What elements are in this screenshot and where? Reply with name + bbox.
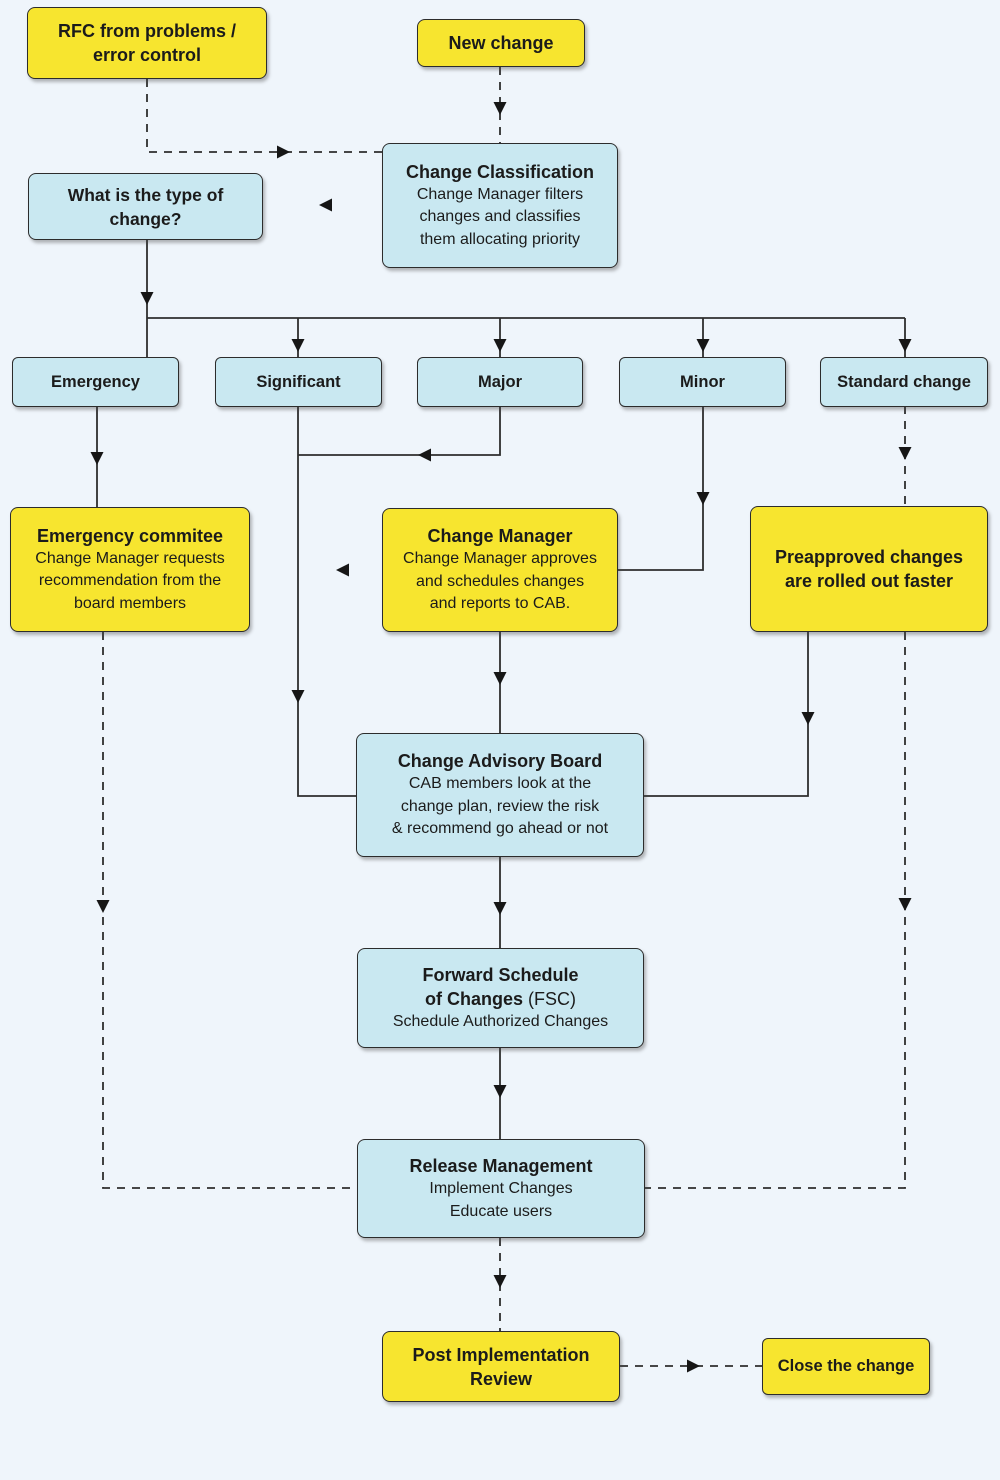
arrow-down-icon [291, 339, 305, 352]
node-title-line2-regular: (FSC) [528, 988, 576, 1009]
node-title-line2-bold: of Changes [424, 988, 523, 1009]
node-title-line2: of Changes(FSC) [425, 987, 576, 1011]
arrow-left-icon [336, 563, 349, 577]
node-minor: Minor [619, 357, 786, 407]
node-label: Minor [680, 372, 725, 391]
node-change-manager: Change Manager Change Manager approves a… [382, 508, 618, 632]
node-body: Change Manager requests recommendation f… [35, 549, 225, 612]
node-body: Schedule Authorized Changes [392, 1012, 609, 1030]
node-label: New change [448, 33, 554, 53]
node-forward-schedule: Forward Schedule of Changes(FSC) Schedul… [357, 948, 644, 1048]
arrow-right-icon [687, 1359, 700, 1373]
node-emergency: Emergency [12, 357, 179, 407]
arrow-down-icon [898, 898, 912, 911]
arrow-down-icon [696, 339, 710, 352]
node-change-classification: Change Classification Change Manager fil… [382, 143, 618, 268]
node-title: Change Classification [405, 161, 595, 182]
arrow-left-icon [418, 448, 431, 462]
edge-rfc-classification [146, 79, 382, 153]
arrow-down-icon [90, 452, 104, 465]
node-label: Standard change [837, 372, 971, 391]
node-label: Post Implementation Review [412, 1344, 590, 1389]
edge-preapproved-release [645, 632, 906, 1189]
node-label: Close the change [777, 1357, 915, 1375]
node-post-implementation-review: Post Implementation Review [382, 1331, 620, 1402]
node-label: Preapproved changes are rolled out faste… [774, 547, 964, 591]
node-title: Emergency commitee [36, 525, 224, 546]
node-title: Change Manager [427, 526, 573, 547]
arrow-left-icon [319, 198, 332, 212]
node-title-line1: Forward Schedule [422, 964, 579, 985]
arrow-down-icon [493, 1275, 507, 1288]
node-standard-change: Standard change [820, 357, 988, 407]
node-label: What is the type of change? [67, 184, 224, 229]
node-title: Release Management [409, 1156, 593, 1176]
node-label: Significant [256, 372, 341, 391]
node-preapproved-changes: Preapproved changes are rolled out faste… [750, 506, 988, 632]
node-major: Major [417, 357, 583, 407]
node-body: CAB members look at the change plan, rev… [391, 775, 609, 838]
node-significant: Significant [215, 357, 382, 407]
arrow-down-icon [696, 492, 710, 505]
arrow-down-icon [291, 690, 305, 703]
arrow-down-icon [96, 900, 110, 913]
arrow-down-icon [493, 339, 507, 352]
arrowheads [90, 102, 912, 1373]
node-close-the-change: Close the change [762, 1338, 930, 1395]
arrow-right-icon [277, 145, 290, 159]
node-title: Change Advisory Board [397, 751, 603, 772]
edge-significant-cab [297, 406, 356, 797]
edge-major-join [298, 406, 501, 456]
node-new-change: New change [417, 19, 585, 67]
edge-minor-changemanager [618, 406, 704, 571]
node-emergency-commitee: Emergency commitee Change Manager reques… [10, 507, 250, 632]
edge-commitee-release [102, 632, 357, 1189]
edge-preapproved-cab [644, 632, 809, 797]
node-label: RFC from problems / error control [57, 21, 236, 65]
arrow-down-icon [493, 902, 507, 915]
node-label: Emergency [51, 372, 140, 391]
arrow-down-icon [801, 712, 815, 725]
node-type-question: What is the type of change? [28, 173, 263, 240]
node-rfc-from-problems: RFC from problems / error control [27, 7, 267, 79]
node-body: Change Manager filters changes and class… [416, 185, 584, 248]
arrow-down-icon [898, 447, 912, 460]
node-label: Major [477, 372, 522, 391]
node-change-advisory-board: Change Advisory Board CAB members look a… [356, 733, 644, 857]
arrow-down-icon [140, 292, 154, 305]
node-release-management: Release Management Implement Changes Edu… [357, 1139, 645, 1238]
arrow-down-icon [493, 1085, 507, 1098]
node-body: Change Manager approves and schedules ch… [403, 550, 597, 613]
node-body: Implement Changes Educate users [429, 1180, 573, 1220]
arrow-down-icon [493, 102, 507, 115]
arrow-down-icon [898, 339, 912, 352]
arrow-down-icon [493, 672, 507, 685]
